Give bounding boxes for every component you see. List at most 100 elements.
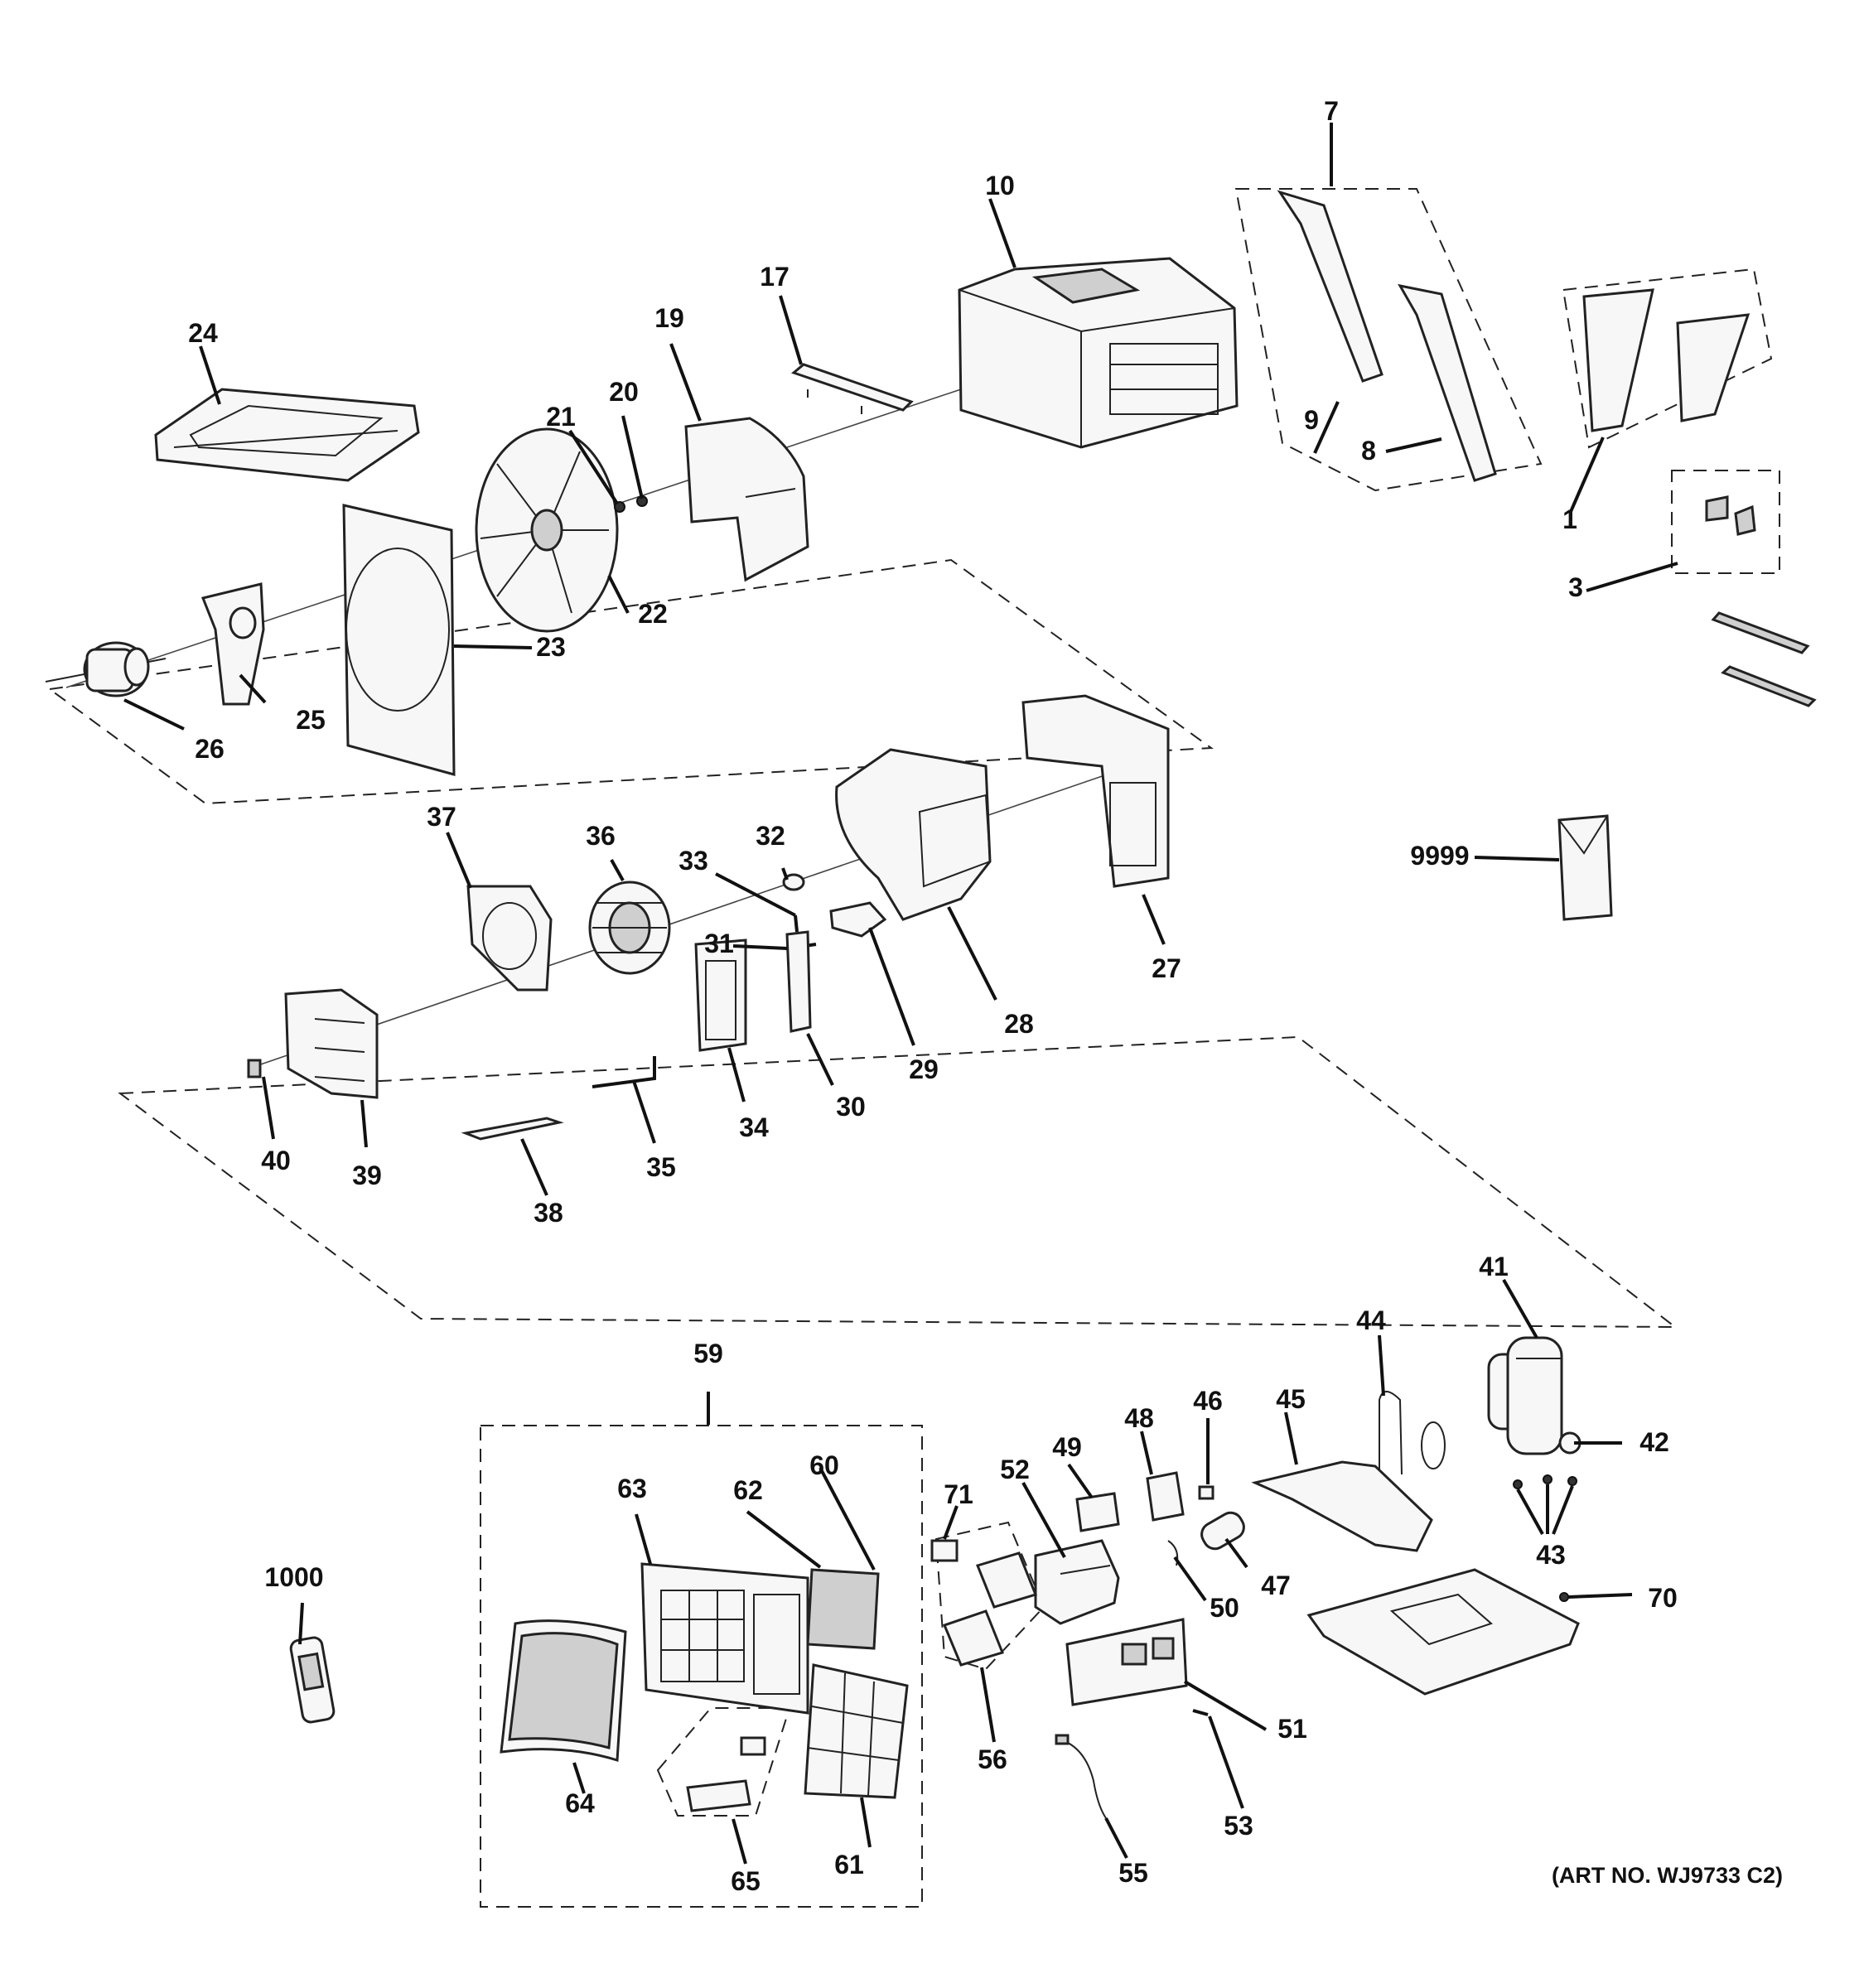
callout-42: 42: [1639, 1427, 1669, 1457]
callout-38: 38: [534, 1198, 563, 1228]
callout-56: 56: [978, 1744, 1007, 1774]
part-53-jumper: [1192, 1709, 1209, 1716]
callout-40: 40: [261, 1146, 291, 1175]
part-45-base-tray: [1251, 1460, 1433, 1552]
part-35-lever: [592, 1056, 656, 1088]
part-30-gasket: [785, 930, 812, 1033]
part-39-evaporator: [284, 988, 379, 1099]
part-38-tray: [461, 1117, 564, 1141]
callout-1000: 1000: [264, 1562, 323, 1592]
part-1-frames: [1582, 288, 1751, 432]
callout-52: 52: [1000, 1455, 1030, 1484]
part-25-motor-bracket: [200, 582, 265, 706]
callout-37: 37: [427, 802, 456, 832]
callout-62: 62: [733, 1475, 763, 1505]
callout-50: 50: [1210, 1593, 1239, 1623]
part-23-orifice-panel: [342, 504, 456, 776]
part-1000-remote: [289, 1636, 336, 1724]
callout-23: 23: [536, 632, 566, 662]
part-9999-manual: [1557, 814, 1613, 921]
callout-53: 53: [1224, 1811, 1253, 1841]
part-drawings: [45, 190, 1817, 1819]
callout-34: 34: [739, 1112, 769, 1142]
part-24-top-panel: [154, 388, 420, 482]
callout-7: 7: [1324, 96, 1339, 126]
part-55-connector: [1055, 1734, 1070, 1745]
callout-30: 30: [836, 1092, 866, 1122]
part-22-fan-blade: [475, 427, 619, 633]
callout-27: 27: [1152, 953, 1181, 983]
callout-35: 35: [646, 1152, 676, 1182]
callout-22: 22: [638, 599, 668, 629]
part-33-pin: [794, 914, 799, 933]
callout-20: 20: [609, 377, 639, 407]
leader-lines: [123, 123, 1678, 1865]
callout-26: 26: [195, 734, 225, 764]
part-56-display: [942, 1551, 1038, 1667]
part-52-control-box: [1034, 1539, 1120, 1625]
part-seal-strips: [1711, 611, 1817, 707]
part-17-support-bar: [790, 363, 914, 414]
part-29-housing: [829, 901, 887, 938]
part-70-base-pan: [1306, 1568, 1580, 1696]
callout-3: 3: [1568, 572, 1583, 602]
callout-36: 36: [586, 821, 616, 851]
callout-9: 9: [1304, 405, 1319, 435]
part-37-blower-panel: [466, 885, 553, 992]
group-outline-7: [1234, 188, 1543, 492]
part-62-louvers: [806, 1568, 880, 1650]
part-48-transformer: [1146, 1471, 1185, 1522]
part-63-front-frame: [640, 1562, 809, 1715]
callout-59: 59: [693, 1339, 723, 1368]
part-10-cabinet: [958, 257, 1239, 449]
group-outline-65: [656, 1707, 791, 1817]
callout-61: 61: [834, 1850, 864, 1879]
part-44-capillary-tube: [1379, 1391, 1446, 1475]
callout-33: 33: [678, 846, 708, 876]
callout-9999: 9999: [1410, 841, 1469, 871]
callout-49: 49: [1052, 1432, 1082, 1462]
part-71-label: [930, 1539, 959, 1562]
callout-32: 32: [756, 821, 785, 851]
callout-44: 44: [1356, 1305, 1386, 1335]
part-3-brackets: [1705, 495, 1756, 536]
callout-55: 55: [1118, 1858, 1148, 1888]
part-19-shroud: [684, 417, 809, 582]
callout-60: 60: [809, 1450, 839, 1480]
callout-28: 28: [1004, 1009, 1034, 1039]
part-34-bracket: [694, 939, 747, 1052]
art-number: (ART NO. WJ9733 C2): [1552, 1863, 1783, 1888]
callout-31: 31: [704, 929, 734, 958]
callout-45: 45: [1276, 1384, 1306, 1414]
callout-65: 65: [731, 1866, 761, 1896]
part-8-side-curtain: [1398, 283, 1497, 482]
part-27-control-bracket: [1021, 694, 1170, 888]
group-outline-1: [1562, 268, 1773, 449]
callout-63: 63: [617, 1474, 647, 1503]
callout-10: 10: [985, 171, 1015, 200]
callout-39: 39: [352, 1160, 382, 1190]
callout-29: 29: [909, 1054, 939, 1084]
part-46-relay: [1198, 1485, 1214, 1500]
group-outline-56: [934, 1521, 1045, 1671]
part-51-main-board: [1065, 1618, 1188, 1706]
callout-labels: 7 10 17 19 20 21 24 22 23 25 26 9 8 1 3 …: [188, 96, 1783, 1896]
part-47-capacitor: [1200, 1511, 1245, 1551]
callout-71: 71: [944, 1479, 973, 1509]
callout-48: 48: [1124, 1403, 1154, 1433]
group-outline-3: [1671, 470, 1780, 574]
group-outline-upper-blower: [47, 558, 1214, 805]
part-70-screw: [1559, 1592, 1569, 1602]
part-32-cap: [782, 873, 805, 891]
callout-64: 64: [565, 1788, 595, 1818]
callout-19: 19: [654, 303, 684, 333]
part-21-clip: [614, 501, 625, 513]
part-9-side-curtain: [1277, 190, 1384, 383]
group-outlines: [47, 188, 1780, 1908]
callout-25: 25: [296, 705, 326, 735]
callout-24: 24: [188, 318, 218, 348]
callout-1: 1: [1562, 504, 1577, 534]
part-40-clip: [247, 1059, 262, 1078]
callout-47: 47: [1261, 1571, 1291, 1600]
